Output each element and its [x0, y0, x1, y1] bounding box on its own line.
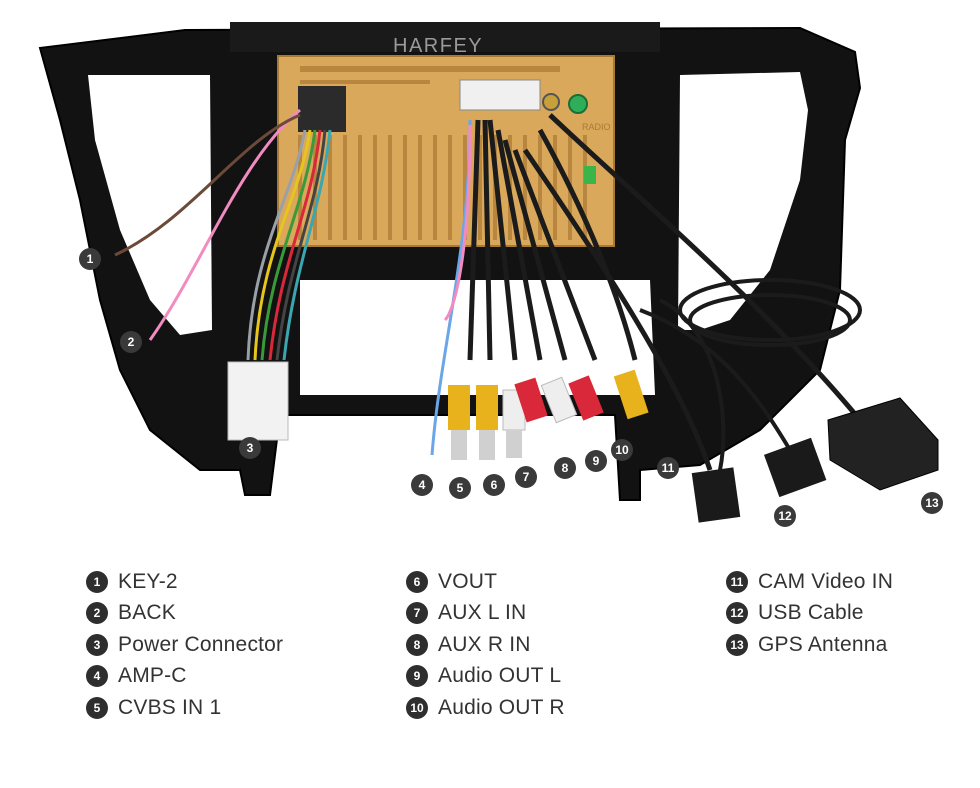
legend-item-audio-out-r: 10 Audio OUT R — [406, 692, 565, 724]
legend-num: 1 — [86, 570, 108, 593]
legend-item-usb-cable: 12 USB Cable — [726, 598, 893, 630]
usb-plug-1 — [691, 467, 741, 523]
legend-label: BACK — [118, 601, 176, 625]
harness-plug — [298, 86, 346, 132]
legend-num: 10 — [406, 696, 428, 719]
usb-cables — [639, 278, 862, 471]
legend-label: AMP-C — [118, 664, 187, 688]
callout-3: 3 — [239, 437, 261, 459]
gps-antenna — [827, 397, 939, 491]
callout-5: 5 — [449, 477, 471, 499]
rca-cables — [467, 113, 862, 471]
legend-item-cvbs-in-1: 5 CVBS IN 1 — [86, 692, 283, 724]
callout-13: 13 — [921, 492, 943, 514]
radio-antenna-jack — [542, 93, 560, 111]
legend-label: VOUT — [438, 569, 498, 593]
board-vents — [300, 66, 560, 84]
brand-logo: HARFEY — [393, 35, 483, 57]
legend-item-back: 2 BACK — [86, 598, 283, 630]
legend-num: 3 — [86, 633, 108, 656]
legend-num: 7 — [406, 602, 428, 625]
legend-column-2: 6 VOUT 7 AUX L IN 8 AUX R IN 9 Audio OUT L 1… — [406, 566, 565, 724]
legend-item-power-connector: 3 Power Connector — [86, 629, 283, 661]
callout-12: 12 — [774, 505, 796, 527]
legend-column-1: 1 KEY-2 2 BACK 3 Power Connector 4 AMP-C 5 CV… — [86, 566, 283, 724]
legend-label: AUX R IN — [438, 632, 531, 656]
legend-label: Audio OUT R — [438, 695, 565, 719]
legend-num: 2 — [86, 602, 108, 625]
legend-item-gps-antenna: 13 GPS Antenna — [726, 629, 893, 661]
callout-8: 8 — [554, 457, 576, 479]
green-jack — [568, 94, 588, 114]
legend-num: 4 — [86, 665, 108, 688]
callout-1: 1 — [79, 248, 101, 270]
callout-2: 2 — [120, 331, 142, 353]
head-unit-illustration: RADIO HARFEY — [38, 22, 939, 523]
callout-4: 4 — [411, 474, 433, 496]
rca-plugs — [448, 369, 649, 460]
callout-10: 10 — [611, 439, 633, 461]
green-led — [584, 166, 596, 184]
legend-item-vout: 6 VOUT — [406, 566, 565, 598]
top-bar — [230, 22, 660, 52]
legend-label: Audio OUT L — [438, 664, 562, 688]
legend-item-amp-c: 4 AMP-C — [86, 661, 283, 693]
legend-label: CVBS IN 1 — [118, 695, 222, 719]
legend-column-3: 11 CAM Video IN 12 USB Cable 13 GPS Antenna — [726, 566, 893, 661]
left-cutout — [88, 75, 212, 335]
legend-item-key-2: 1 KEY-2 — [86, 566, 283, 598]
legend-item-audio-out-l: 9 Audio OUT L — [406, 661, 565, 693]
legend-label: GPS Antenna — [758, 632, 888, 656]
white-connector — [459, 79, 541, 111]
legend-num: 12 — [726, 602, 748, 625]
legend-item-cam-video-in: 11 CAM Video IN — [726, 566, 893, 598]
legend-label: CAM Video IN — [758, 569, 894, 593]
legend-item-aux-r-in: 8 AUX R IN — [406, 629, 565, 661]
legend-num: 13 — [726, 633, 748, 656]
callout-11: 11 — [657, 457, 679, 479]
legend-label: AUX L IN — [438, 601, 527, 625]
callout-9: 9 — [585, 450, 607, 472]
legend-num: 9 — [406, 665, 428, 688]
power-connector — [227, 361, 289, 441]
center-cutout — [300, 280, 655, 395]
legend-label: KEY-2 — [118, 569, 178, 593]
wire-harness — [114, 108, 472, 456]
legend-num: 5 — [86, 696, 108, 719]
legend-num: 11 — [726, 570, 748, 593]
legend-num: 8 — [406, 633, 428, 656]
usb-plug-2 — [763, 437, 827, 498]
legend-item-aux-l-in: 7 AUX L IN — [406, 598, 565, 630]
callout-7: 7 — [515, 466, 537, 488]
legend-label: USB Cable — [758, 601, 864, 625]
radio-label: RADIO — [582, 122, 611, 132]
callout-6: 6 — [483, 474, 505, 496]
legend-num: 6 — [406, 570, 428, 593]
legend-label: Power Connector — [118, 632, 284, 656]
